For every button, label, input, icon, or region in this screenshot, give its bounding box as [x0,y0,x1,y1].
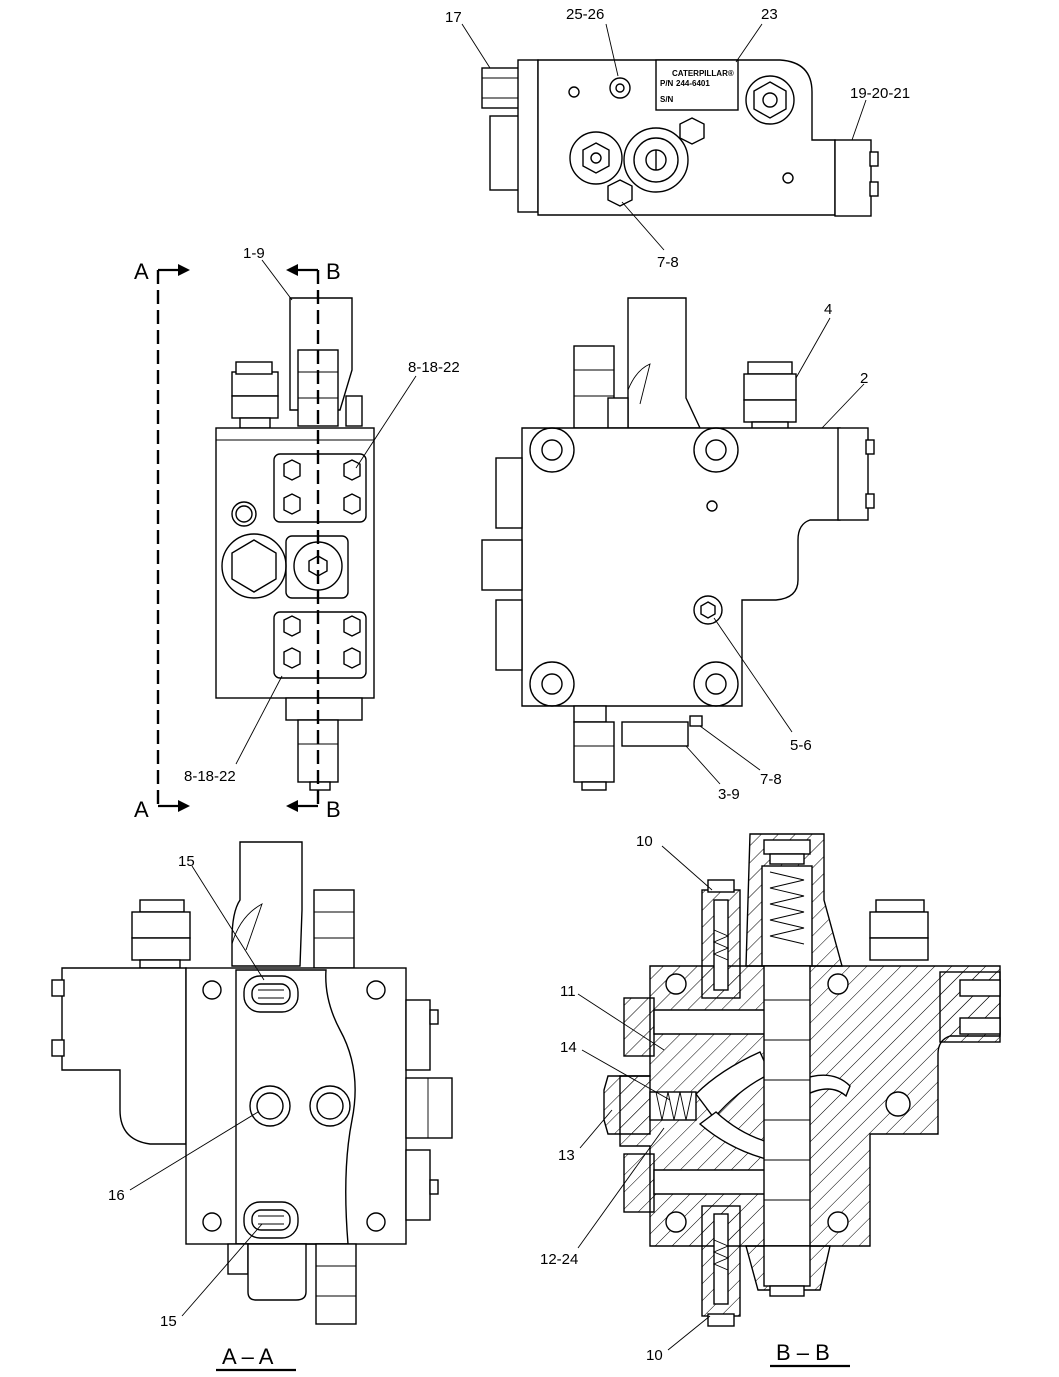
callout-7-8-top: 7-8 [657,254,679,271]
front-view-left: A A [134,245,460,822]
callout-19-20-21: 19-20-21 [850,85,910,102]
callout-4: 4 [824,301,832,318]
section-b-b-view: 10 11 14 13 12-24 10 B – B [540,833,1001,1368]
callout-11: 11 [560,983,576,1000]
section-title-a-a: A – A [222,1344,274,1369]
nameplate-brand: CATERPILLAR® [672,69,734,78]
callout-7-8-mid: 7-8 [760,771,782,788]
top-view: CATERPILLAR® P/N 244-6401 S/N 17 25-26 2… [445,6,910,271]
section-a-a-view: 15 16 15 A – A [51,841,453,1372]
callout-8-18-22-upper: 8-18-22 [408,359,460,376]
callout-2: 2 [860,370,868,387]
section-marker-b-top: B [326,259,341,284]
callout-17: 17 [445,9,462,26]
section-title-b-b: B – B [776,1340,830,1365]
section-marker-a-bottom: A [134,797,149,822]
callout-8-18-22-lower: 8-18-22 [184,768,236,785]
callout-25-26: 25-26 [566,6,604,23]
callout-13: 13 [558,1147,575,1164]
callout-5-6: 5-6 [790,737,812,754]
callout-15-lower: 15 [160,1313,177,1330]
callout-10-lower: 10 [646,1347,663,1364]
callout-10-upper: 10 [636,833,653,850]
callout-23: 23 [761,6,778,23]
callout-16: 16 [108,1187,125,1204]
nameplate-sn-label: S/N [660,95,674,104]
callout-12-24: 12-24 [540,1251,578,1268]
nameplate-part-number: 244-6401 [676,79,710,88]
callout-1-9: 1-9 [243,245,265,262]
nameplate-pn-label: P/N [660,79,674,88]
callout-14: 14 [560,1039,577,1056]
section-marker-b-bottom: B [326,797,341,822]
callout-3-9: 3-9 [718,786,740,803]
section-marker-a-top: A [134,259,149,284]
front-view-right: 4 2 5-6 7-8 3-9 [481,297,875,803]
callout-15-upper: 15 [178,853,195,870]
